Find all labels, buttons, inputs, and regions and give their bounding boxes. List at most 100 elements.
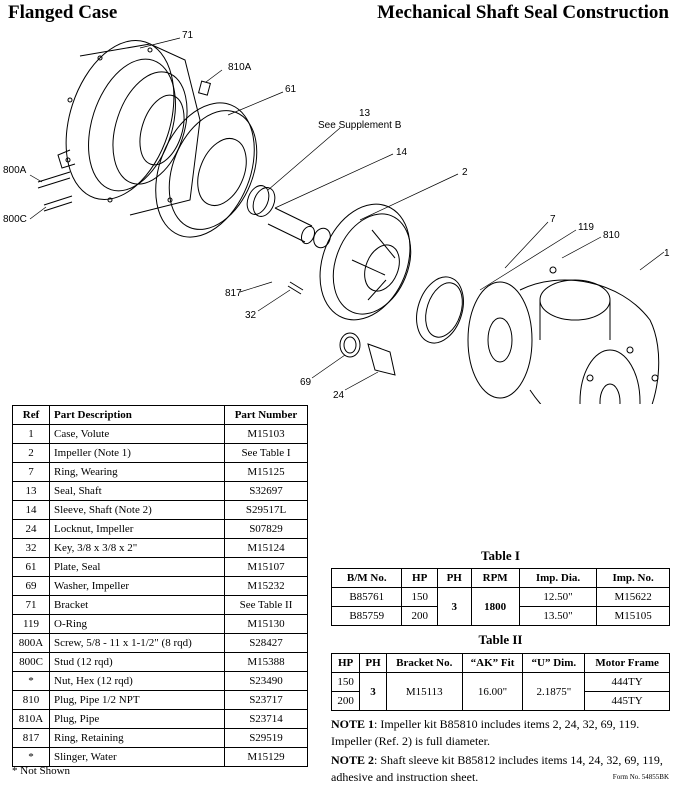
label-7: 7 <box>550 214 556 225</box>
table-row: B85759 200 13.50" M15105 <box>330 606 670 626</box>
bracket-table: HP PH Bracket No. “AK” Fit “U” Dim. Moto… <box>330 653 670 711</box>
t2-ph: 3 <box>359 672 387 711</box>
t2-header-frame: Motor Frame <box>584 653 670 673</box>
cell-ref: 2 <box>12 443 50 463</box>
cell-description: Seal, Shaft <box>49 481 225 501</box>
t1-header-hp: HP <box>401 568 438 588</box>
cell-part-number: See Table II <box>224 595 308 615</box>
cell-ref: 32 <box>12 538 50 558</box>
cell-part-number: M15124 <box>224 538 308 558</box>
table-row: B/M No. HP PH RPM Imp. Dia. Imp. No. <box>330 568 670 588</box>
t2-bracket: M15113 <box>385 672 463 711</box>
cell-description: Bracket <box>49 595 225 615</box>
t1-bm: B85761 <box>330 587 403 607</box>
cell-description: Plate, Seal <box>49 557 225 577</box>
right-title: Mechanical Shaft Seal Construction <box>377 2 669 23</box>
cell-ref: 24 <box>12 519 50 539</box>
t2-hp: 200 <box>330 691 361 711</box>
cell-description: Plug, Pipe <box>49 709 225 729</box>
cell-part-number: S23490 <box>224 671 308 691</box>
cell-part-number: M15232 <box>224 576 308 596</box>
t2-u: 2.1875" <box>522 672 586 711</box>
header-part-number: Part Number <box>224 405 308 425</box>
note-2: NOTE 2: Shaft sleeve kit B85812 includes… <box>331 752 671 786</box>
t1-header-dia: Imp. Dia. <box>518 568 598 588</box>
cell-part-number: S32697 <box>224 481 308 501</box>
cell-ref: 810 <box>12 690 50 710</box>
cell-ref: 800A <box>12 633 50 653</box>
cell-description: Key, 3/8 x 3/8 x 2" <box>49 538 225 558</box>
table-row: B85761 150 3 1800 12.50" M15622 <box>330 587 670 626</box>
label-800C: 800C <box>3 214 27 225</box>
cell-ref: * <box>12 747 50 767</box>
t2-frame: 445TY <box>584 691 670 711</box>
label-71: 71 <box>182 30 194 41</box>
exploded-view-diagram: 71 810A 61 13 See Supplement B 14 2 800A… <box>3 30 670 404</box>
form-number: Form No. 54855BK <box>612 773 669 781</box>
table-row: 200 445TY <box>330 691 670 711</box>
cell-ref: 61 <box>12 557 50 577</box>
cell-part-number: S07829 <box>224 519 308 539</box>
note-2-label: NOTE 2 <box>331 753 375 767</box>
cell-part-number: S28427 <box>224 633 308 653</box>
t1-rpm: 1800 <box>470 587 520 626</box>
cell-part-number: M15125 <box>224 462 308 482</box>
label-817: 817 <box>225 288 242 299</box>
label-2: 2 <box>462 167 468 178</box>
cell-ref: 13 <box>12 481 50 501</box>
t1-header-rpm: RPM <box>470 568 520 588</box>
cell-ref: 71 <box>12 595 50 615</box>
t1-header-ph: PH <box>436 568 472 588</box>
label-1: 1 <box>664 248 670 259</box>
cell-part-number: S23714 <box>224 709 308 729</box>
cell-description: Screw, 5/8 - 11 x 1-1/2" (8 rqd) <box>49 633 225 653</box>
not-shown-footnote: * Not Shown <box>12 765 71 777</box>
table-row: *Nut, Hex (12 rqd)S23490 <box>12 671 308 691</box>
label-800A: 800A <box>3 165 27 176</box>
note-1: NOTE 1: Impeller kit B85810 includes ite… <box>331 716 671 750</box>
t2-frame: 444TY <box>584 672 670 692</box>
label-810A: 810A <box>228 62 252 73</box>
t1-hp: 150 <box>401 587 438 607</box>
header-ref: Ref <box>12 405 50 425</box>
t1-dia: 12.50" <box>518 587 598 607</box>
cell-description: Locknut, Impeller <box>49 519 225 539</box>
cell-description: Ring, Retaining <box>49 728 225 748</box>
label-69: 69 <box>300 377 312 388</box>
header-description: Part Description <box>49 405 225 425</box>
cell-description: O-Ring <box>49 614 225 634</box>
note-1-text: : Impeller kit B85810 includes items 2, … <box>331 717 640 748</box>
cell-part-number: M15129 <box>224 747 308 767</box>
cell-part-number: S29517L <box>224 500 308 520</box>
cell-ref: 800C <box>12 652 50 672</box>
t1-header-bm: B/M No. <box>330 568 403 588</box>
bracket-drawing <box>57 39 201 216</box>
label-61: 61 <box>285 84 297 95</box>
label-119: 119 <box>578 222 594 233</box>
cell-ref: 1 <box>12 424 50 444</box>
cell-part-number: M15130 <box>224 614 308 634</box>
cell-part-number: M15388 <box>224 652 308 672</box>
seal-plate-drawing <box>155 102 258 238</box>
label-32: 32 <box>245 310 257 321</box>
cell-ref: 810A <box>12 709 50 729</box>
cell-ref: 7 <box>12 462 50 482</box>
cell-description: Sleeve, Shaft (Note 2) <box>49 500 225 520</box>
parts-table-header: Ref Part Description Part Number <box>12 405 308 425</box>
label-13-supplement: See Supplement B <box>318 120 402 131</box>
